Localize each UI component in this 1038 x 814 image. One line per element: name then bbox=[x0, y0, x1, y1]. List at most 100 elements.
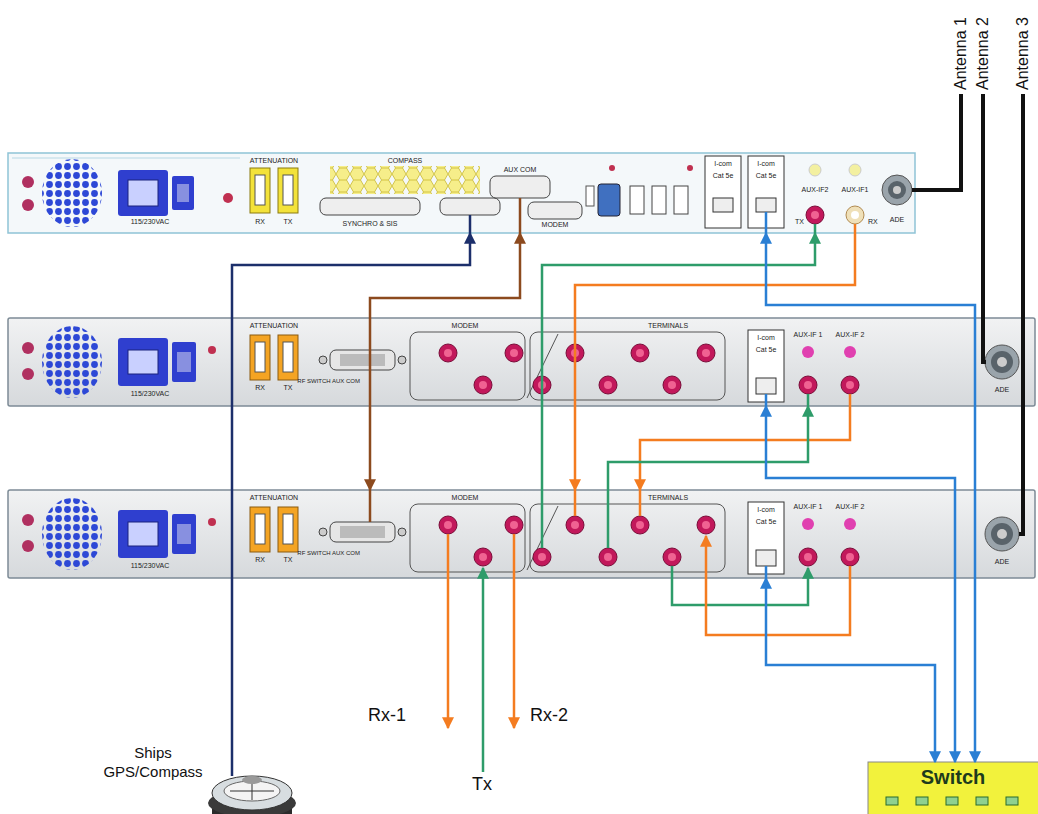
rf-switch-panel bbox=[172, 342, 196, 382]
control-unit-panel: 115/230VACATTENUATIONRXTXCOMPASSSYNCHRO … bbox=[8, 153, 915, 233]
rf-switch-panel bbox=[997, 357, 1007, 367]
control-unit-panel bbox=[22, 176, 34, 188]
control-unit-panel bbox=[223, 193, 233, 203]
control-unit-panel bbox=[598, 184, 620, 216]
panel-label: RX bbox=[868, 218, 878, 225]
control-unit-panel bbox=[22, 199, 34, 211]
panel-label: AUX-IF 1 bbox=[794, 331, 823, 338]
switch-illustration bbox=[886, 797, 898, 805]
compass-illustration bbox=[208, 776, 296, 814]
panel-label: AUX-IF 2 bbox=[836, 503, 865, 510]
panel-label: RX bbox=[255, 384, 265, 391]
device-label: Switch bbox=[921, 767, 985, 787]
rf-switch-panel bbox=[756, 378, 776, 394]
panel-label: ATTENUATION bbox=[250, 322, 298, 329]
rf-switch-panel bbox=[802, 346, 814, 358]
control-unit-panel bbox=[674, 186, 688, 214]
control-unit-panel bbox=[849, 164, 861, 176]
rf-switch-panel bbox=[748, 330, 784, 402]
panel-label: TX bbox=[284, 556, 293, 563]
panel-label: I-com bbox=[757, 334, 775, 341]
panel-label: I-com bbox=[757, 506, 775, 513]
rf-port-center bbox=[846, 381, 854, 389]
switch-illustration bbox=[946, 797, 958, 805]
rf-port bbox=[599, 376, 617, 394]
panel-label: Cat 5e bbox=[756, 346, 777, 353]
port-wire bbox=[706, 536, 850, 635]
compass-illustration bbox=[212, 776, 292, 810]
rf-switch-panel bbox=[991, 351, 1013, 373]
rf-switch-panel bbox=[319, 356, 327, 364]
control-unit-panel bbox=[330, 166, 480, 194]
panel-label: I-com bbox=[757, 160, 775, 167]
panel-label: I-com bbox=[714, 160, 732, 167]
rf-switch-panel bbox=[844, 346, 856, 358]
port-wire bbox=[469, 215, 472, 233]
signal-cable bbox=[766, 578, 935, 762]
panel-label: RF SWITCH AUX COM bbox=[297, 550, 360, 556]
control-unit-panel bbox=[586, 186, 594, 206]
switch-illustration bbox=[916, 797, 928, 805]
rf-switch-panel bbox=[8, 318, 1035, 406]
port-wire bbox=[369, 490, 372, 522]
rf-switch-panel bbox=[283, 342, 293, 372]
network-switch: Switch bbox=[868, 762, 1038, 814]
panel-label: TX bbox=[795, 218, 804, 225]
rf-switch-panel bbox=[42, 326, 102, 398]
control-unit-panel bbox=[8, 153, 915, 233]
rf-port bbox=[505, 344, 523, 362]
antenna-label: Antenna 1 bbox=[952, 17, 970, 90]
panel-label: RF SWITCH AUX COM bbox=[297, 378, 360, 384]
rf-switch-panel bbox=[128, 350, 158, 374]
control-unit-panel bbox=[42, 159, 102, 227]
control-unit-panel bbox=[283, 175, 293, 205]
control-unit-panel bbox=[893, 186, 901, 194]
port-wire bbox=[232, 198, 855, 776]
port-wire bbox=[765, 212, 768, 233]
port-wire bbox=[765, 566, 768, 578]
rf-port-center bbox=[604, 381, 612, 389]
panel-label: Cat 5e bbox=[756, 518, 777, 525]
rf-switch-panel bbox=[340, 354, 385, 366]
switch-illustration bbox=[868, 762, 1038, 814]
control-unit-panel bbox=[756, 198, 776, 212]
rf-port bbox=[439, 344, 859, 394]
rf-port-center bbox=[702, 349, 710, 357]
rf-switch-panel bbox=[208, 346, 216, 354]
control-unit-panel bbox=[630, 186, 644, 214]
panel-label: AUX-IF 2 bbox=[836, 331, 865, 338]
compass-illustration bbox=[230, 791, 274, 792]
port-wire bbox=[482, 568, 485, 772]
control-unit-panel bbox=[177, 184, 189, 202]
panel-label: ATTENUATION bbox=[250, 494, 298, 501]
panel-label: COMPASS bbox=[388, 157, 423, 164]
panel-label: SYNCHRO & SIS bbox=[343, 220, 398, 227]
panel-label: ADE bbox=[890, 216, 904, 223]
rf-switch-panel bbox=[177, 352, 191, 372]
signal-cable bbox=[766, 406, 955, 762]
port-wire bbox=[231, 700, 234, 776]
panel-label: 115/230VAC bbox=[131, 562, 170, 569]
rf-switch-panel bbox=[398, 356, 406, 364]
control-unit-panel bbox=[806, 206, 824, 224]
port-wire bbox=[607, 490, 610, 548]
panel-label: TERMINALS bbox=[648, 322, 688, 329]
rf-port-center bbox=[804, 381, 812, 389]
control-unit-panel bbox=[440, 198, 500, 215]
panel-label: ADE bbox=[995, 386, 1009, 393]
rf-port bbox=[663, 376, 681, 394]
rf-port bbox=[439, 344, 457, 362]
port-wire bbox=[814, 224, 817, 233]
signal-cable bbox=[232, 233, 470, 700]
antenna-cable bbox=[912, 94, 961, 190]
control-unit-panel bbox=[128, 180, 158, 206]
control-unit-panel bbox=[320, 198, 420, 215]
rf-switch-panel bbox=[330, 350, 395, 370]
port-wire bbox=[854, 224, 857, 233]
rf-switch-panel bbox=[255, 342, 265, 372]
control-unit-panel bbox=[652, 186, 666, 214]
rf-port-center bbox=[444, 349, 452, 357]
panel-label: RX bbox=[255, 556, 265, 563]
control-unit-panel bbox=[490, 176, 550, 198]
